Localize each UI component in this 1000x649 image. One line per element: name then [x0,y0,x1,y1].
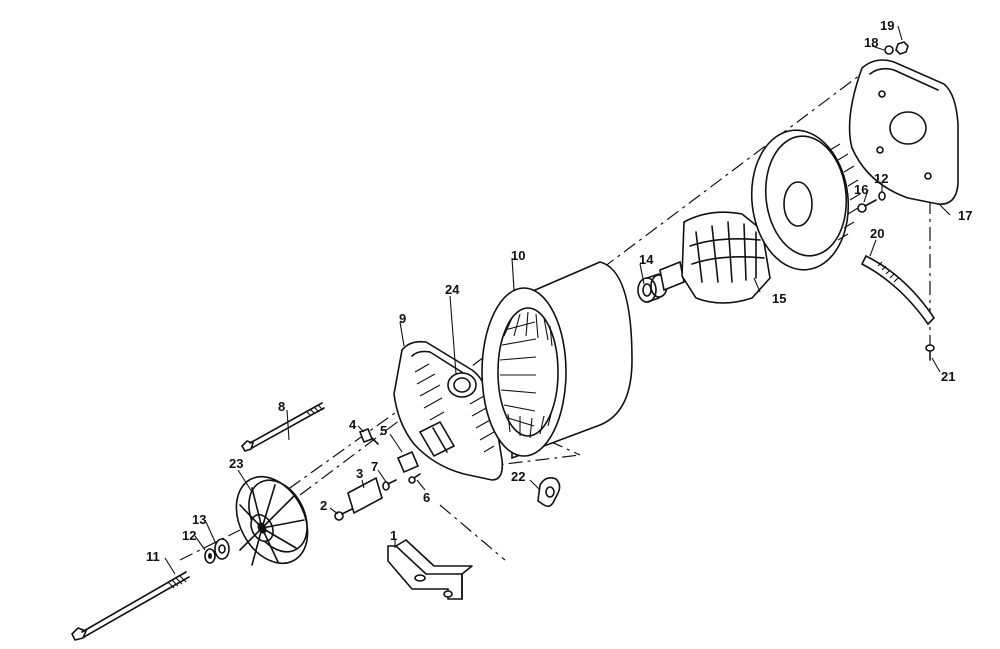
callout-9: 9 [399,311,406,326]
part-23-fan [235,475,309,566]
callout-8: 8 [278,399,285,414]
callout-12-front: 12 [182,528,196,543]
part-4-terminal [358,427,379,445]
callout-6: 6 [423,490,430,505]
part-16-screw [857,199,877,213]
callout-23: 23 [229,456,243,471]
part-7-screw [382,479,397,491]
callout-4: 4 [349,417,357,432]
callout-21: 21 [941,369,955,384]
part-20-strap [860,254,936,326]
callout-15: 15 [772,291,786,306]
callout-12-rear: 12 [874,171,888,186]
part-12b-washer [878,191,886,201]
callout-2: 2 [320,498,327,513]
callout-19: 19 [880,18,894,33]
part-19-nut [895,41,909,55]
callout-5: 5 [380,423,387,438]
callout-11: 11 [146,549,160,564]
callout-18: 18 [864,35,878,50]
part-21-screw [925,344,935,361]
part-14-bearing [637,273,668,303]
part-13-washer [214,538,230,560]
part-1-bracket [387,539,473,600]
part-6-screw [408,473,421,484]
callout-3: 3 [356,466,363,481]
part-22-clamp [537,477,561,508]
part-10-stator [481,261,633,460]
part-3-plate [347,476,383,515]
callout-22: 22 [511,469,525,484]
part-17-rear-cover [848,59,959,205]
callout-1: 1 [390,528,397,543]
part-11-through-bolt [71,571,190,641]
callout-14: 14 [639,252,654,267]
rotor-end-disc [750,129,861,271]
callout-10: 10 [511,248,525,263]
callout-labels: 1 2 3 4 5 6 7 8 9 10 11 12 12 13 14 15 1… [146,18,972,564]
part-12-washer [204,548,216,564]
part-9-end-bell [393,340,504,481]
part-18-nut [884,45,894,55]
part-5-rectifier [396,450,420,474]
callout-16: 16 [854,182,868,197]
callout-leaders [164,25,951,575]
part-2-screw [334,508,353,521]
callout-17: 17 [958,208,972,223]
callout-20: 20 [870,226,884,241]
callout-24: 24 [445,282,460,297]
callout-7: 7 [371,459,378,474]
callout-13: 13 [192,512,206,527]
